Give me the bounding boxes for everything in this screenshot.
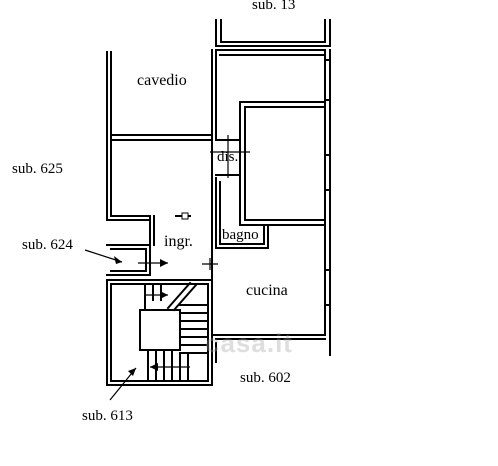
cucina-left-wall bbox=[211, 259, 217, 363]
label-bagno: bagno bbox=[222, 227, 259, 243]
label-sub-602: sub. 602 bbox=[240, 370, 291, 386]
cavedio-divider bbox=[110, 134, 213, 141]
stair-core bbox=[139, 309, 181, 351]
right-room-top-wall bbox=[215, 49, 326, 56]
sub613-arrowhead bbox=[128, 368, 136, 376]
window-mark-3 bbox=[324, 269, 331, 306]
cucina-bottom-wall bbox=[211, 334, 326, 340]
cavedio-left-wall-inner bbox=[110, 51, 151, 217]
label-cavedio: cavedio bbox=[137, 72, 187, 89]
sub624-inner bbox=[110, 248, 147, 272]
cavedio-left-wall bbox=[106, 51, 151, 221]
right-room-divider bbox=[239, 101, 326, 108]
ingr-arrowhead bbox=[160, 259, 168, 267]
door-cross bbox=[202, 258, 218, 270]
door-marker bbox=[181, 212, 189, 220]
bagno-walls bbox=[215, 177, 269, 249]
stair-arrowhead-top bbox=[160, 291, 168, 299]
label-sub-624: sub. 624 bbox=[22, 237, 73, 253]
stairwell-inner bbox=[110, 283, 209, 382]
stair-diagonal bbox=[166, 281, 198, 312]
right-room-left-wall bbox=[239, 101, 246, 226]
label-dis: dis. bbox=[217, 149, 239, 165]
label-cucina: cucina bbox=[246, 282, 288, 299]
ingr-left-wall bbox=[149, 215, 155, 246]
sub624-arrowhead bbox=[114, 256, 122, 264]
bagno-inner bbox=[219, 181, 265, 245]
label-sub-13: sub. 13 bbox=[252, 0, 296, 13]
stair-treads-right bbox=[179, 304, 209, 354]
stair-arrowhead-bottom bbox=[150, 363, 158, 371]
window-mark-2 bbox=[324, 154, 331, 191]
label-sub-625: sub. 625 bbox=[12, 161, 63, 177]
stair-treads-top bbox=[144, 283, 162, 311]
top-building-inner bbox=[220, 19, 326, 43]
label-sub-613: sub. 613 bbox=[82, 408, 133, 424]
stairwell-outer bbox=[106, 279, 213, 386]
top-building-outline bbox=[215, 19, 331, 47]
watermark: casa.it bbox=[205, 328, 293, 358]
window-mark-1 bbox=[324, 59, 331, 101]
sub624-box bbox=[106, 244, 151, 276]
dis-crosshair bbox=[210, 135, 250, 178]
label-ingr: ingr. bbox=[164, 233, 193, 250]
